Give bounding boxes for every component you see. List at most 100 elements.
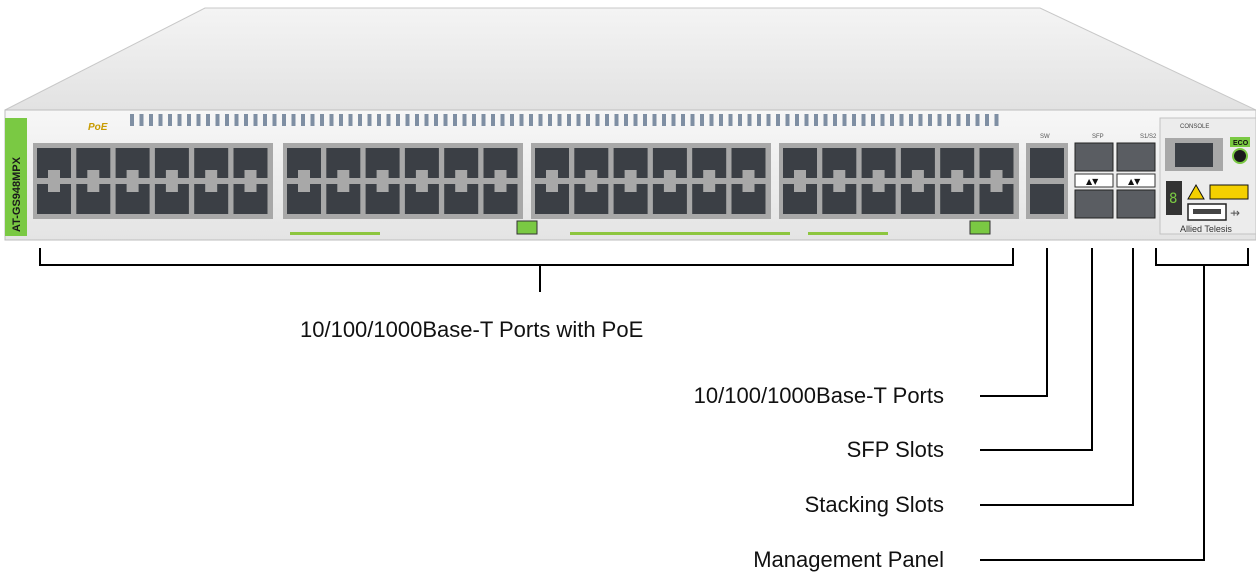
port-latch-notch xyxy=(126,170,139,178)
sfp-cage[interactable] xyxy=(1116,142,1156,172)
port-latch-notch xyxy=(244,170,257,178)
stack-label: S1/S2 xyxy=(1140,134,1157,140)
vent-slot xyxy=(728,114,733,126)
eco-button[interactable] xyxy=(1232,148,1248,164)
vent-slot xyxy=(405,114,410,126)
vent-slot xyxy=(928,114,932,126)
vent-slot xyxy=(681,114,685,126)
vent-slot xyxy=(225,114,229,126)
vent-slot xyxy=(700,114,704,126)
status-display xyxy=(1166,181,1182,215)
vent-slot xyxy=(339,114,343,126)
vent-slot xyxy=(785,114,790,126)
vent-slot xyxy=(434,114,438,126)
model-strip xyxy=(5,118,27,236)
vent-slot xyxy=(662,114,666,126)
vent-slot xyxy=(453,114,457,126)
port-latch-notch xyxy=(951,184,964,192)
vent-slot xyxy=(529,114,533,126)
callout-stacking-slots: Stacking Slots xyxy=(804,492,944,517)
vent-slot xyxy=(358,114,362,126)
eco-button-label xyxy=(1230,137,1250,147)
port-latch-notch xyxy=(703,184,716,192)
vent-slot xyxy=(462,114,467,126)
sfp-label: SFP xyxy=(1092,134,1104,140)
vent-slot xyxy=(519,114,524,126)
model-label: AT-GS948MPX xyxy=(11,156,23,232)
sfp-cage[interactable] xyxy=(1116,189,1156,219)
vent-slot xyxy=(776,114,780,126)
port-latch-notch xyxy=(872,184,885,192)
vent-slot xyxy=(377,114,381,126)
sw-label: SW xyxy=(1040,134,1050,140)
vent-slot xyxy=(310,114,315,126)
port-latch-notch xyxy=(624,184,637,192)
port-latch-notch xyxy=(415,170,428,178)
vent-slot xyxy=(909,114,913,126)
port-latch-notch xyxy=(298,184,310,192)
vent-slot xyxy=(481,114,486,126)
port-latch-notch xyxy=(244,184,257,192)
vent-slot xyxy=(443,114,448,126)
vent-slot xyxy=(130,114,134,126)
port-latch-notch xyxy=(833,170,846,178)
console-port-jack[interactable] xyxy=(1175,143,1213,167)
green-strip-3 xyxy=(808,232,888,235)
port-latch-notch xyxy=(87,170,100,178)
vent-slot xyxy=(282,114,286,126)
vent-slot xyxy=(386,114,391,126)
vent-slot xyxy=(918,114,923,126)
port-latch-notch xyxy=(48,184,60,192)
vent-slot xyxy=(149,114,153,126)
vent-slot xyxy=(956,114,961,126)
vent-slot xyxy=(158,114,163,126)
vent-slot xyxy=(263,114,267,126)
vent-slot xyxy=(738,114,742,126)
vent-slot xyxy=(719,114,723,126)
usb-icon: ⇸ xyxy=(1230,206,1240,220)
vent-slot xyxy=(567,114,571,126)
vent-slot xyxy=(396,114,400,126)
port-latch-notch xyxy=(990,170,1003,178)
vent-slot xyxy=(947,114,951,126)
vent-slot xyxy=(823,114,828,126)
port-latch-notch xyxy=(742,170,755,178)
base-t-port[interactable] xyxy=(1030,148,1064,178)
vent-slot xyxy=(614,114,619,126)
vent-slot xyxy=(510,114,514,126)
green-strip-2 xyxy=(570,232,790,235)
console-label: CONSOLE xyxy=(1180,124,1209,130)
port-block xyxy=(33,143,273,219)
callout-poe-ports: 10/100/1000Base-T Ports with PoE xyxy=(300,317,644,342)
vent-slot xyxy=(757,114,761,126)
vent-slot xyxy=(890,114,894,126)
brand-logo: Allied Telesis xyxy=(1180,224,1232,234)
sfp-cage[interactable] xyxy=(1074,189,1114,219)
vent-slot xyxy=(833,114,837,126)
vent-slot xyxy=(206,114,210,126)
vent-slot xyxy=(690,114,695,126)
vent-slot xyxy=(871,114,875,126)
vent-slots xyxy=(130,114,999,126)
port-latch-notch xyxy=(624,170,637,178)
port-latch-notch xyxy=(546,184,558,192)
vent-slot xyxy=(899,114,904,126)
vent-slot xyxy=(880,114,885,126)
vent-slot xyxy=(329,114,334,126)
vent-slot xyxy=(842,114,847,126)
port-latch-notch xyxy=(337,184,350,192)
vent-slot xyxy=(766,114,771,126)
vent-slot xyxy=(557,114,562,126)
base-t-port[interactable] xyxy=(1030,184,1064,214)
sfp-cage[interactable] xyxy=(1074,142,1114,172)
vent-slot xyxy=(538,114,543,126)
port-latch-notch xyxy=(48,170,60,178)
vent-slot xyxy=(139,114,144,126)
port-latch-notch xyxy=(585,184,598,192)
vent-slot xyxy=(624,114,628,126)
port-latch-notch xyxy=(415,184,428,192)
vent-slot xyxy=(671,114,676,126)
port-latch-notch xyxy=(376,184,389,192)
port-latch-notch xyxy=(911,184,924,192)
